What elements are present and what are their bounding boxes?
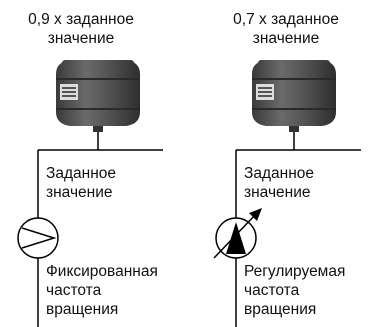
- right-pressure-label: 0,7 x заданное значение: [233, 11, 339, 47]
- left-expansion-tank: [56, 60, 140, 132]
- right-piping: [235, 132, 361, 327]
- left-pressure-label: 0,9 x заданное значение: [28, 11, 134, 47]
- left-piping: [37, 132, 163, 327]
- right-pump-label: Регулируемая частота вращения: [244, 263, 346, 318]
- left-pump-label: Фиксированная частота вращения: [46, 263, 158, 318]
- right-setpoint-label: Заданное значение: [244, 165, 315, 201]
- right-expansion-tank: [252, 60, 336, 132]
- fixed-speed-pump-icon: [17, 217, 59, 259]
- left-setpoint-label: Заданное значение: [46, 165, 117, 201]
- variable-speed-pump-icon: [213, 208, 262, 259]
